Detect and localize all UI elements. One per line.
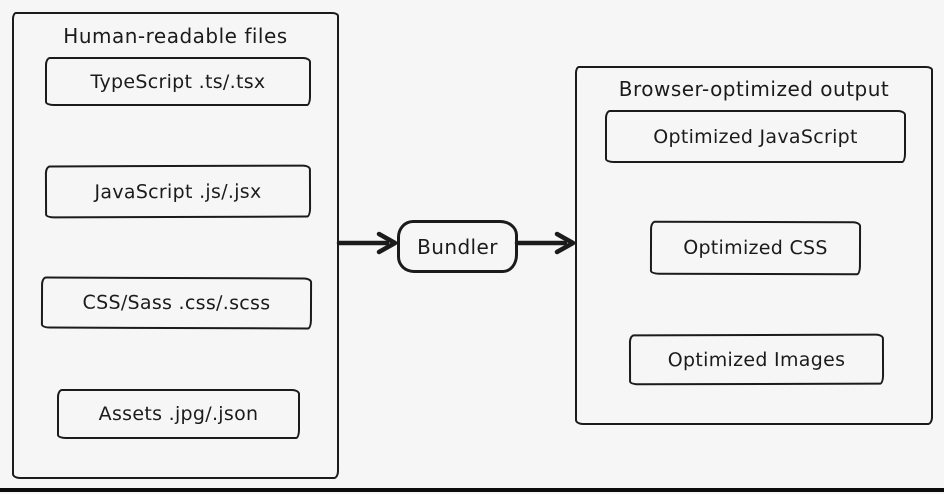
node-typescript: TypeScript .ts/.tsx — [45, 57, 311, 106]
node-assets-label: Assets .jpg/.json — [98, 403, 259, 425]
node-css-sass: CSS/Sass .css/.scss — [40, 276, 313, 330]
node-optimized-css: Optimized CSS — [649, 220, 862, 276]
node-bundler-label: Bundler — [417, 234, 498, 259]
node-javascript-label: JavaScript .js/.jsx — [94, 180, 262, 203]
human-readable-files-group: Human-readable files TypeScript .ts/.tsx… — [12, 12, 339, 479]
bottom-divider — [0, 488, 944, 492]
node-typescript-label: TypeScript .ts/.tsx — [90, 70, 266, 93]
left-panel-title: Human-readable files — [63, 24, 288, 48]
node-optimized-css-label: Optimized CSS — [683, 236, 828, 260]
node-bundler: Bundler — [397, 220, 518, 273]
browser-optimized-output-group: Browser-optimized output Optimized JavaS… — [575, 66, 933, 425]
node-optimized-javascript: Optimized JavaScript — [605, 110, 906, 163]
node-javascript: JavaScript .js/.jsx — [44, 164, 312, 219]
arrow-bundler-to-output — [514, 231, 576, 255]
right-panel-title: Browser-optimized output — [618, 77, 890, 101]
node-optimized-javascript-label: Optimized JavaScript — [653, 125, 858, 148]
node-optimized-images-label: Optimized Images — [667, 348, 846, 371]
node-optimized-images: Optimized Images — [628, 333, 885, 386]
node-assets: Assets .jpg/.json — [57, 389, 300, 439]
node-css-sass-label: CSS/Sass .css/.scss — [82, 291, 271, 315]
arrow-files-to-bundler — [336, 231, 398, 255]
